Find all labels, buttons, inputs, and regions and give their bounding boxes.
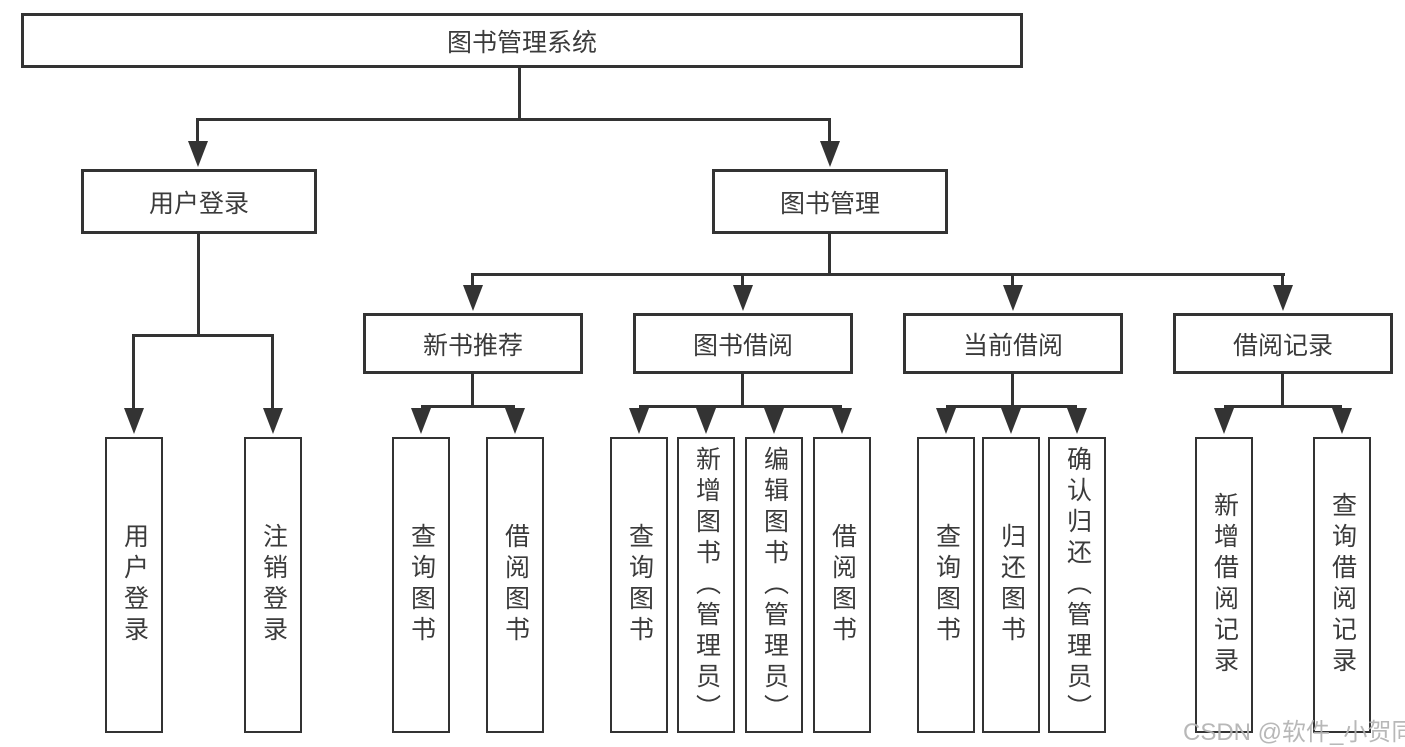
- leaf-return-books: 归还图书: [982, 437, 1040, 733]
- arrow-down-icon: [696, 408, 716, 434]
- connector-line: [271, 334, 274, 414]
- connector-line: [421, 405, 515, 408]
- connector-line: [828, 234, 831, 273]
- node-new-book-recommend: 新书推荐: [363, 313, 583, 374]
- connector-line: [1281, 374, 1284, 407]
- connector-line: [518, 68, 521, 118]
- arrow-down-icon: [1001, 408, 1021, 434]
- leaf-label: 用户登录: [120, 523, 149, 647]
- connector-line: [639, 405, 842, 408]
- leaf-edit-books-admin: 编辑图书（管理员）: [745, 437, 803, 733]
- arrow-down-icon: [1067, 408, 1087, 434]
- node-book-borrowing: 图书借阅: [633, 313, 853, 374]
- leaf-label: 确认归还（管理员）: [1063, 445, 1092, 725]
- arrow-down-icon: [1003, 285, 1023, 311]
- node-label: 当前借阅: [962, 331, 1063, 360]
- arrow-down-icon: [629, 408, 649, 434]
- leaf-user-login: 用户登录: [105, 437, 163, 733]
- leaf-add-books-admin: 新增图书（管理员）: [677, 437, 735, 733]
- connector-line: [741, 374, 744, 407]
- leaf-confirm-return-admin: 确认归还（管理员）: [1048, 437, 1106, 733]
- arrow-down-icon: [263, 408, 283, 434]
- node-label: 借阅记录: [1232, 331, 1333, 360]
- node-borrow-records: 借阅记录: [1173, 313, 1393, 374]
- arrow-down-icon: [463, 285, 483, 311]
- arrow-down-icon: [832, 408, 852, 434]
- connector-line: [828, 118, 831, 146]
- connector-line: [1011, 273, 1014, 291]
- connector-line: [198, 118, 830, 121]
- csdn-watermark: CSDN @软件_小贺同学: [1183, 719, 1405, 746]
- leaf-label: 查询图书: [625, 523, 654, 647]
- leaf-label: 查询图书: [932, 523, 961, 647]
- leaf-label: 借阅图书: [501, 523, 530, 647]
- node-current-borrowing: 当前借阅: [903, 313, 1123, 374]
- arrow-down-icon: [411, 408, 431, 434]
- node-label: 图书管理: [779, 189, 880, 218]
- connector-line: [132, 334, 135, 414]
- node-library-system: 图书管理系统: [21, 13, 1023, 68]
- leaf-borrow-books-1: 借阅图书: [486, 437, 544, 733]
- leaf-add-borrow-record: 新增借阅记录: [1195, 437, 1253, 733]
- leaf-label: 归还图书: [997, 523, 1026, 647]
- arrow-down-icon: [1273, 285, 1293, 311]
- leaf-label: 新增图书（管理员）: [692, 445, 721, 725]
- connector-line: [1281, 273, 1284, 291]
- arrow-down-icon: [820, 141, 840, 167]
- node-label: 用户登录: [148, 189, 249, 218]
- connector-line: [134, 334, 273, 337]
- arrow-down-icon: [764, 408, 784, 434]
- connector-line: [471, 273, 474, 291]
- leaf-label: 借阅图书: [828, 523, 857, 647]
- node-label: 新书推荐: [422, 331, 523, 360]
- arrow-down-icon: [124, 408, 144, 434]
- leaf-borrow-books-2: 借阅图书: [813, 437, 871, 733]
- node-book-management: 图书管理: [712, 169, 948, 234]
- connector-line: [946, 405, 1077, 408]
- leaf-query-books-1: 查询图书: [392, 437, 450, 733]
- arrow-down-icon: [936, 408, 956, 434]
- leaf-logout: 注销登录: [244, 437, 302, 733]
- leaf-query-books-2: 查询图书: [610, 437, 668, 733]
- leaf-query-books-3: 查询图书: [917, 437, 975, 733]
- connector-line: [471, 374, 474, 407]
- connector-line: [197, 234, 200, 334]
- connector-line: [741, 273, 744, 291]
- leaf-query-borrow-record: 查询借阅记录: [1313, 437, 1371, 733]
- connector-line: [196, 118, 199, 146]
- leaf-label: 新增借阅记录: [1210, 492, 1239, 678]
- arrow-down-icon: [1214, 408, 1234, 434]
- node-label: 图书借阅: [692, 331, 793, 360]
- node-user-login: 用户登录: [81, 169, 317, 234]
- arrow-down-icon: [733, 285, 753, 311]
- leaf-label: 查询图书: [407, 523, 436, 647]
- arrow-down-icon: [505, 408, 525, 434]
- leaf-label: 查询借阅记录: [1328, 492, 1357, 678]
- arrow-down-icon: [188, 141, 208, 167]
- arrow-down-icon: [1332, 408, 1352, 434]
- leaf-label: 注销登录: [259, 523, 288, 647]
- leaf-label: 编辑图书（管理员）: [760, 445, 789, 725]
- connector-line: [473, 273, 1285, 276]
- node-label: 图书管理系统: [446, 28, 597, 57]
- connector-line: [1224, 405, 1342, 408]
- connector-line: [1011, 374, 1014, 407]
